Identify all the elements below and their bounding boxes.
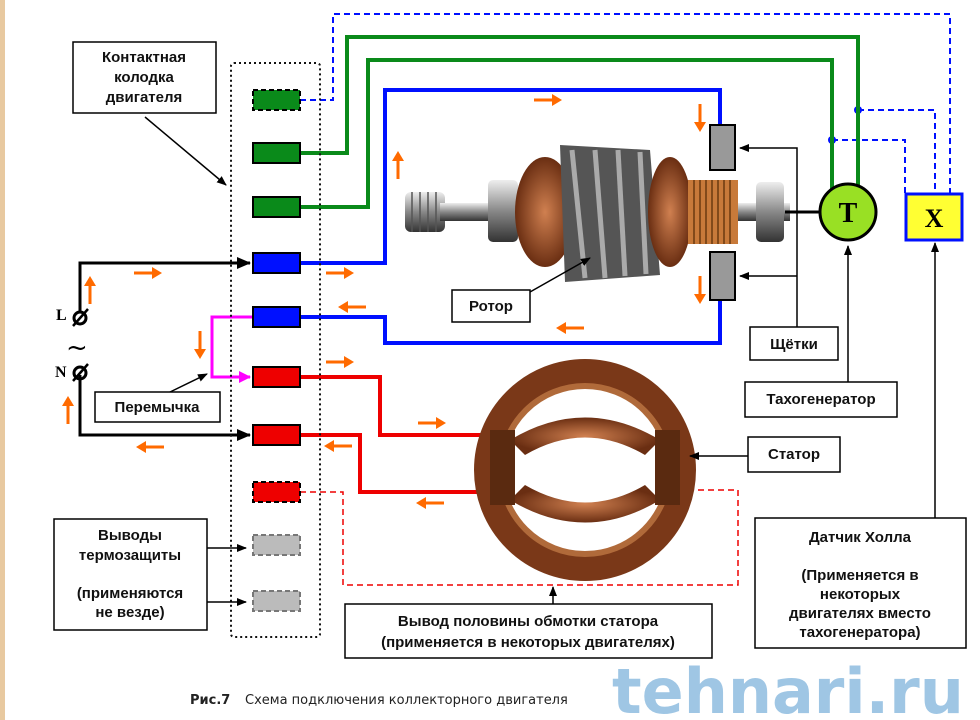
current-arrow-icon	[134, 267, 162, 279]
terminal-5	[252, 306, 301, 328]
current-arrow-icon	[194, 331, 206, 359]
stator-wires	[300, 375, 500, 494]
current-arrow-icon	[392, 151, 404, 179]
label-N: N	[55, 364, 67, 381]
svg-text:Контактная: Контактная	[102, 49, 186, 66]
hall-symbol: X	[925, 204, 944, 233]
half-winding-wire	[300, 489, 739, 586]
current-arrow-icon	[338, 301, 366, 313]
svg-text:Щётки: Щётки	[770, 336, 818, 353]
svg-text:термозащиты: термозащиты	[79, 547, 181, 564]
tacho-wires	[300, 35, 860, 209]
terminal-8	[252, 481, 301, 503]
label-thermal-protection: Выводы термозащиты (применяются не везде…	[53, 518, 208, 631]
svg-text:Датчик Холла: Датчик Холла	[809, 529, 912, 546]
terminal-7	[252, 424, 301, 446]
rotor-wires	[300, 88, 722, 345]
brush-top	[709, 124, 736, 171]
label-stator: Статор	[747, 436, 841, 473]
label-rotor: Ротор	[451, 289, 531, 323]
tachogenerator-icon	[818, 182, 878, 242]
terminal-4	[252, 252, 301, 274]
svg-text:Вывод половины обмотки статора: Вывод половины обмотки статора	[398, 613, 659, 630]
current-arrow-icon	[62, 396, 74, 424]
terminal-6	[252, 366, 301, 388]
label-jumper: Перемычка	[94, 391, 221, 423]
svg-text:тахогенератора): тахогенератора)	[799, 624, 920, 641]
svg-text:колодка: колодка	[114, 69, 174, 86]
terminal-2	[252, 142, 301, 164]
current-arrow-icon	[84, 276, 96, 304]
svg-text:Перемычка: Перемычка	[115, 399, 201, 416]
tacho-symbol: T	[839, 198, 858, 229]
terminal-L-icon	[72, 310, 88, 326]
current-arrow-icon	[136, 441, 164, 453]
jumper-wire	[210, 315, 252, 383]
svg-text:Выводы: Выводы	[98, 527, 162, 544]
label-terminal-block: Контактная колодка двигателя	[72, 41, 217, 114]
terminal-10	[252, 590, 301, 612]
svg-text:Ротор: Ротор	[469, 298, 513, 315]
label-tachogenerator: Тахогенератор	[744, 381, 898, 418]
svg-text:Тахогенератор: Тахогенератор	[766, 391, 875, 408]
svg-text:некоторых: некоторых	[820, 586, 901, 603]
current-arrow-icon	[324, 440, 352, 452]
terminal-block-outline	[230, 62, 321, 638]
label-brushes: Щётки	[749, 326, 839, 361]
current-arrow-icon	[694, 276, 706, 304]
svg-text:(применяются: (применяются	[77, 585, 183, 602]
current-arrow-icon	[556, 322, 584, 334]
brush-bottom	[709, 251, 736, 301]
svg-text:двигателя: двигателя	[106, 89, 183, 106]
svg-text:двигателях вместо: двигателях вместо	[789, 605, 931, 622]
terminal-3	[252, 196, 301, 218]
current-arrow-icon	[694, 104, 706, 132]
pointer-lines	[144, 116, 939, 606]
current-arrow-icon	[416, 497, 444, 509]
terminal-N-icon	[72, 365, 88, 381]
current-arrow-icon	[326, 356, 354, 368]
mains-wires	[78, 257, 251, 441]
figure-caption: Схема подключения коллекторного двигател…	[245, 693, 568, 708]
svg-text:не везде): не везде)	[95, 604, 164, 621]
rotor-image	[405, 145, 790, 282]
figure-number: Рис.7	[190, 693, 230, 708]
label-hall-sensor: Датчик Холла (Применяется в некоторых дв…	[754, 517, 967, 649]
svg-text:(Применяется в: (Применяется в	[801, 567, 918, 584]
label-half-winding: Вывод половины обмотки статора (применяе…	[344, 603, 713, 659]
left-edge	[0, 0, 5, 720]
current-arrow-icon	[418, 417, 446, 429]
terminal-block	[252, 89, 301, 612]
hall-sensor-icon	[904, 192, 964, 242]
svg-text:(применяется в некоторых двига: (применяется в некоторых двигателях)	[381, 634, 675, 651]
ac-symbol: ~	[66, 333, 88, 363]
current-arrows	[62, 94, 706, 509]
current-arrow-icon	[534, 94, 562, 106]
terminal-1	[252, 89, 301, 111]
current-arrow-icon	[326, 267, 354, 279]
mains-terminals: L N ~	[55, 307, 89, 382]
stator-image	[474, 359, 696, 581]
svg-text:Статор: Статор	[768, 446, 820, 463]
label-L: L	[56, 307, 67, 324]
watermark: tehnari.ru	[612, 655, 964, 720]
terminal-9	[252, 534, 301, 556]
